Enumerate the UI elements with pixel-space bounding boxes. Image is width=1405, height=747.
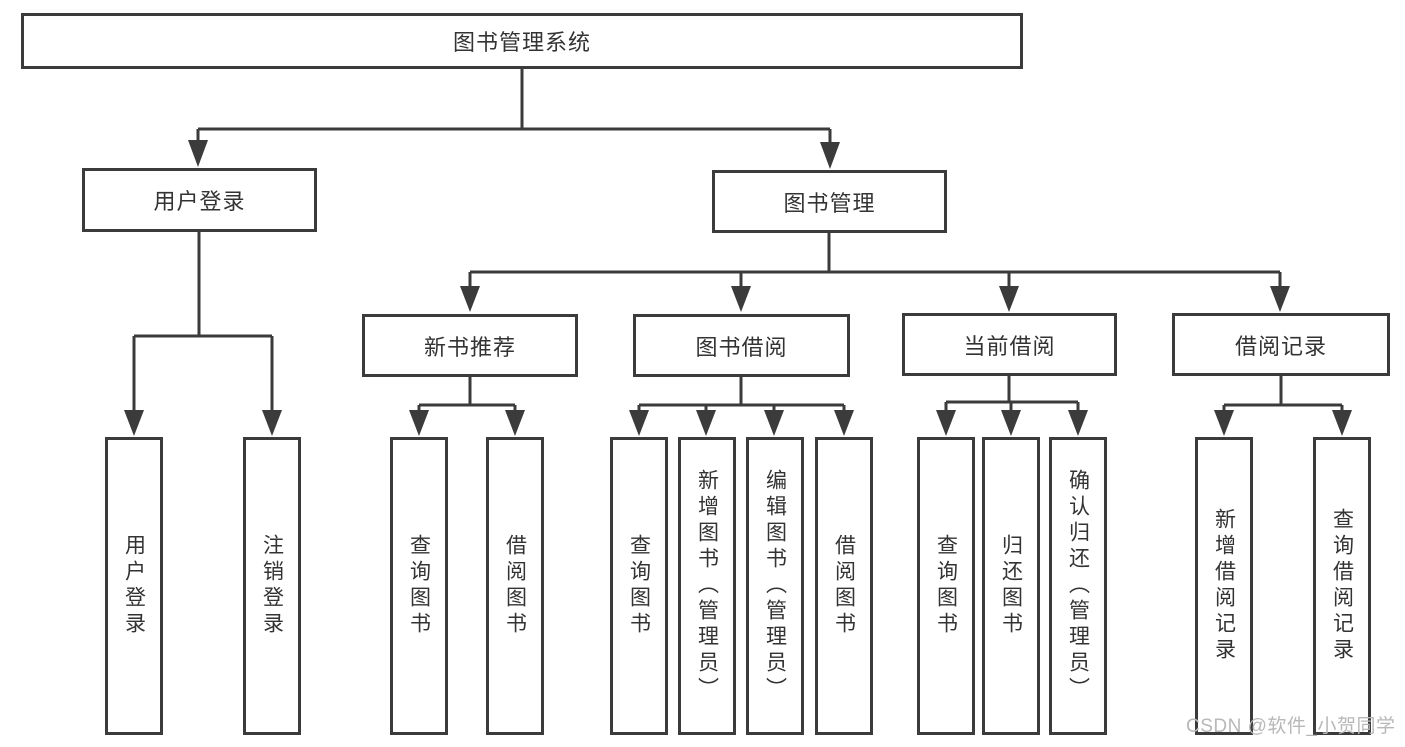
leaf-query-books-recommend: 查询图书 xyxy=(390,437,448,735)
leaf-add-borrow-record: 新增借阅记录 xyxy=(1195,437,1253,735)
leaf-query-borrow-record: 查询借阅记录 xyxy=(1313,437,1371,735)
leaf-return-books: 归还图书 xyxy=(982,437,1040,735)
csdn-watermark: CSDN @软件_小贺同学 xyxy=(1186,716,1396,737)
leaf-query-books-current: 查询图书 xyxy=(917,437,975,735)
node-book-borrowing: 图书借阅 xyxy=(633,314,850,377)
leaf-add-books-admin: 新增图书（管理员） xyxy=(678,437,736,735)
leaf-logout: 注销登录 xyxy=(243,437,301,735)
leaf-user-login: 用户登录 xyxy=(105,437,163,735)
node-borrowing-records: 借阅记录 xyxy=(1172,313,1390,376)
leaf-borrow-books-recommend: 借阅图书 xyxy=(486,437,544,735)
node-root-library-management-system: 图书管理系统 xyxy=(21,13,1023,69)
arrowheads xyxy=(124,140,1352,436)
leaf-query-books-borrowing: 查询图书 xyxy=(610,437,668,735)
node-new-book-recommendation: 新书推荐 xyxy=(362,314,578,377)
leaf-borrow-books: 借阅图书 xyxy=(815,437,873,735)
node-current-borrowing: 当前借阅 xyxy=(902,313,1117,376)
leaf-confirm-return-admin: 确认归还（管理员） xyxy=(1049,437,1107,735)
node-user-login-branch: 用户登录 xyxy=(82,168,317,232)
node-book-management-branch: 图书管理 xyxy=(712,170,947,233)
leaf-edit-books-admin: 编辑图书（管理员） xyxy=(746,437,804,735)
